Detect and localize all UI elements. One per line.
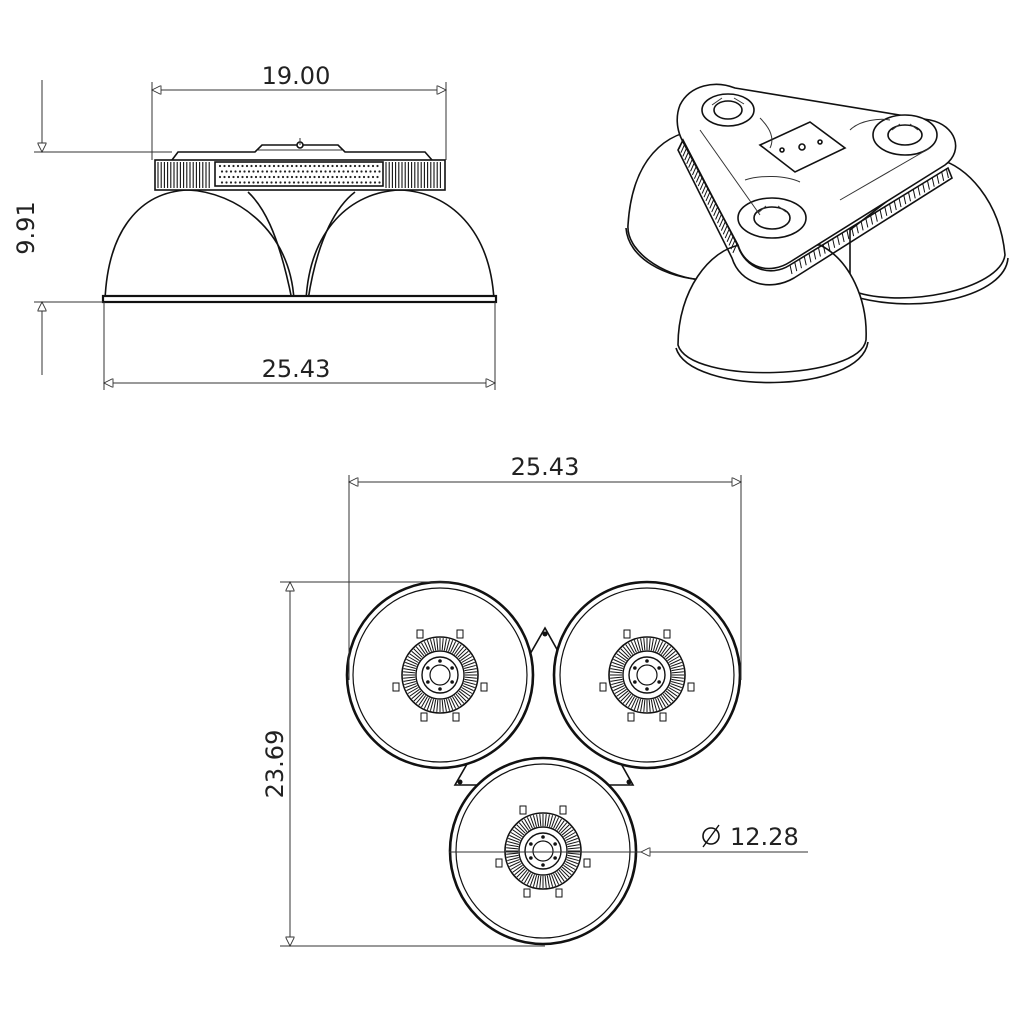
dim-plan-diameter: 12.28 — [730, 823, 799, 851]
diameter-symbol — [702, 824, 720, 848]
dim-side-bottom-width: 25.43 — [262, 355, 331, 383]
plan-dimensions: 25.43 23.69 12.28 — [261, 453, 808, 946]
side-dome-right — [305, 189, 495, 301]
iso-dome-front — [677, 244, 867, 374]
plan-view — [345, 580, 742, 946]
side-base-rim — [101, 294, 498, 304]
isometric-view — [625, 83, 1009, 384]
dim-side-height: 9.91 — [12, 201, 40, 254]
dim-plan-width: 25.43 — [511, 453, 580, 481]
plan-lamp-top-left — [345, 580, 535, 770]
iso-mounting-plate — [758, 121, 847, 173]
side-vent-holes — [218, 164, 381, 184]
iso-fins — [678, 139, 949, 275]
side-dome-left — [104, 189, 295, 301]
dim-side-top-width: 19.00 — [262, 62, 331, 90]
plan-lamp-top-right — [552, 580, 742, 770]
iso-heatsink-right — [872, 114, 938, 156]
iso-heatsink-front — [737, 197, 807, 239]
side-fins — [157, 162, 441, 188]
plan-lamp-bottom — [448, 756, 638, 946]
iso-dome-right — [849, 159, 1006, 299]
dim-plan-height: 23.69 — [261, 730, 289, 799]
iso-housing-side — [677, 138, 953, 286]
side-dome-center — [247, 191, 293, 301]
side-view — [101, 138, 498, 304]
side-dimensions: 19.00 9.91 25.43 — [12, 62, 495, 390]
iso-heatsink-left — [701, 93, 755, 127]
